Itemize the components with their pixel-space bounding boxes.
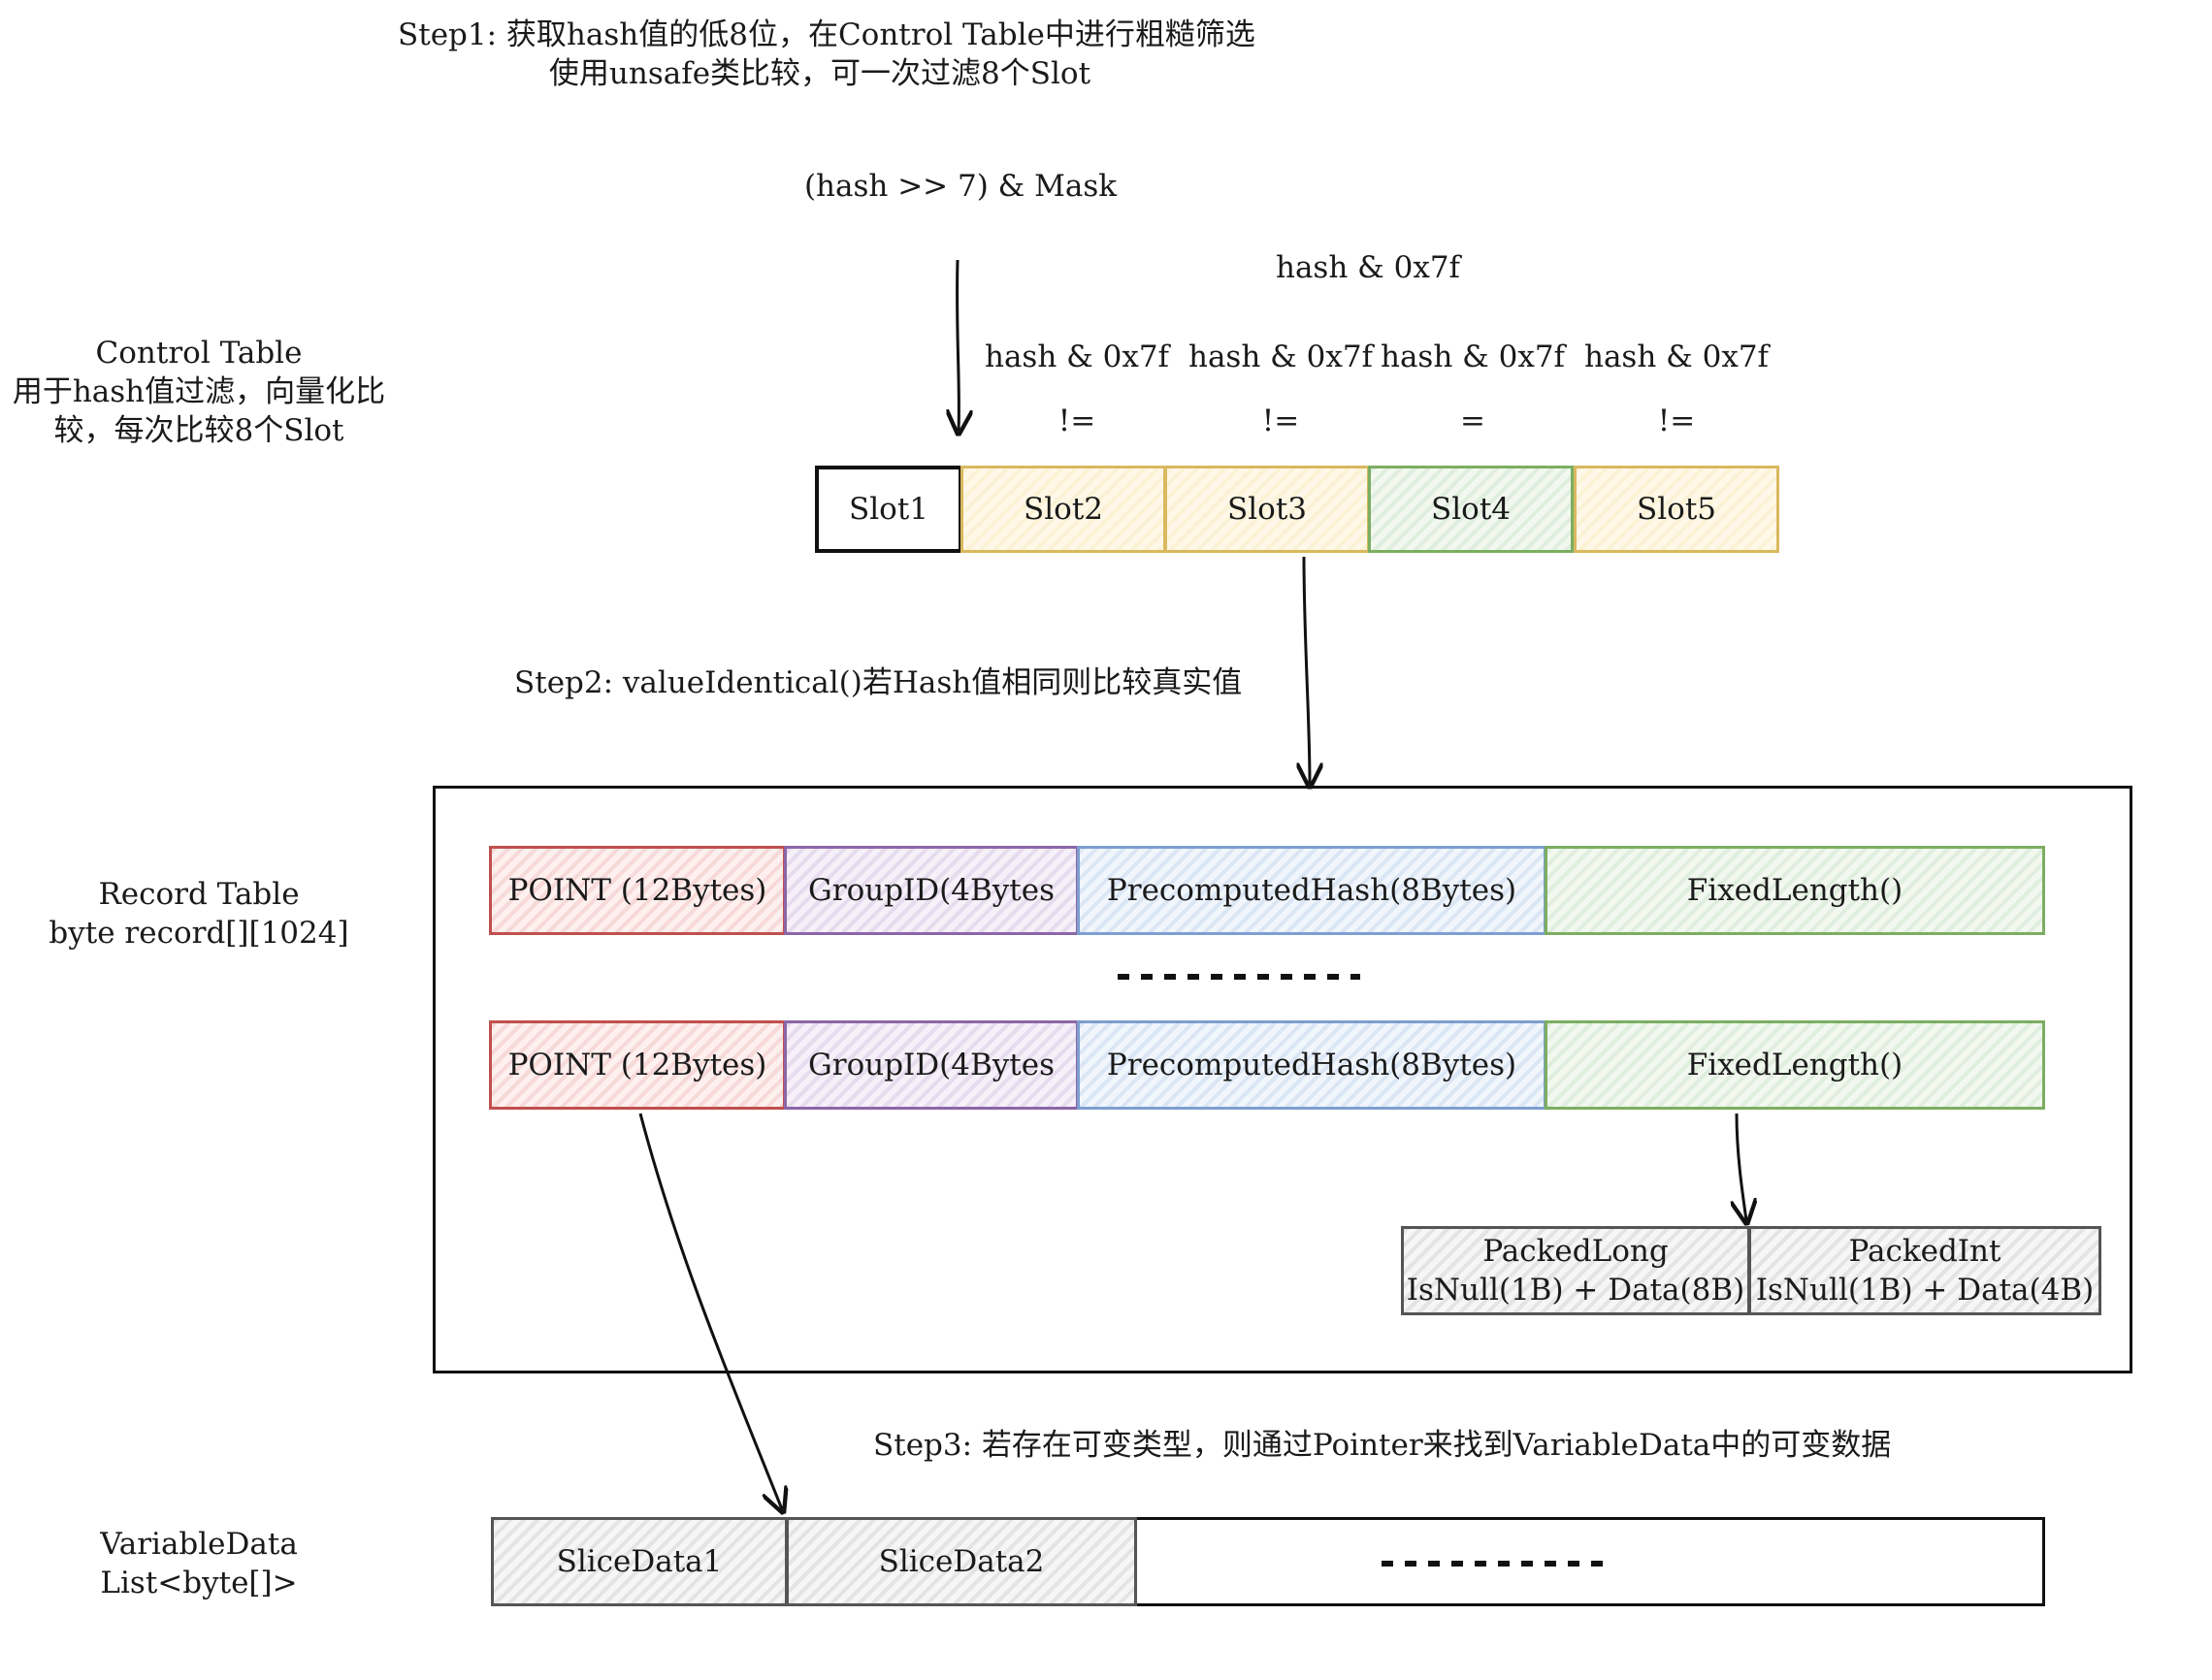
record-row2-fixedlength-label: FixedLength()	[1686, 1048, 1903, 1082]
record-table-panel	[433, 786, 2132, 1373]
slot-3-label: Slot3	[1227, 492, 1307, 527]
fixedlength-to-packed-arrow	[1737, 1113, 1746, 1220]
slot-2-label: Slot2	[1024, 492, 1103, 527]
slot4-compare-expr: hash & 0x7f	[1380, 339, 1566, 374]
record-row2-fixedlength: FixedLength()	[1545, 1020, 2045, 1110]
packed-long-box: PackedLong IsNull(1B) + Data(8B)	[1401, 1226, 1750, 1315]
record-row1-groupid-label: GroupID(4Bytes	[808, 873, 1055, 908]
slot5-compare-expr: hash & 0x7f	[1583, 339, 1770, 374]
slot-1: Slot1	[815, 466, 962, 553]
record-row1-hash-label: PrecomputedHash(8Bytes)	[1106, 873, 1517, 908]
slice-data-1: SliceData1	[491, 1517, 788, 1606]
step1-line2: 使用unsafe类比较，可一次过滤8个Slot	[548, 56, 1091, 91]
packed-int-name: PackedInt	[1848, 1234, 2001, 1269]
slot-5-label: Slot5	[1637, 492, 1716, 527]
variable-data-title: VariableData	[100, 1527, 298, 1562]
record-row2-hash-label: PrecomputedHash(8Bytes)	[1106, 1048, 1517, 1082]
packed-int-layout: IsNull(1B) + Data(4B)	[1755, 1273, 2095, 1308]
slot-5: Slot5	[1574, 466, 1779, 553]
slot4-compare-op: =	[1460, 404, 1485, 438]
variable-data-type: List<byte[]>	[100, 1566, 298, 1600]
packed-long-name: PackedLong	[1482, 1234, 1669, 1269]
control-table-title: Control Table	[95, 336, 303, 371]
record-row1-fixedlength-label: FixedLength()	[1686, 873, 1903, 908]
slot-3: Slot3	[1164, 466, 1370, 553]
record-row1-fixedlength: FixedLength()	[1545, 846, 2045, 935]
slice-data-1-label: SliceData1	[556, 1544, 723, 1579]
record-row1-point: POINT (12Bytes)	[489, 846, 786, 935]
slot2-compare-op: !=	[1057, 404, 1096, 438]
packed-int-box: PackedInt IsNull(1B) + Data(4B)	[1748, 1226, 2101, 1315]
slot-4-label: Slot4	[1431, 492, 1511, 527]
record-table-title: Record Table	[98, 877, 300, 912]
slot5-compare-op: !=	[1657, 404, 1696, 438]
slice-data-2: SliceData2	[786, 1517, 1137, 1606]
record-row1-groupid: GroupID(4Bytes	[784, 846, 1079, 935]
record-row1-hash: PrecomputedHash(8Bytes)	[1077, 846, 1546, 935]
packed-long-layout: IsNull(1B) + Data(8B)	[1406, 1273, 1745, 1308]
hash-top-label: hash & 0x7f	[1275, 250, 1461, 285]
record-row2-hash: PrecomputedHash(8Bytes)	[1077, 1020, 1546, 1110]
record-table-type: byte record[][1024]	[49, 916, 349, 951]
slot3-compare-op: !=	[1261, 404, 1300, 438]
mask-label: (hash >> 7) & Mask	[803, 169, 1118, 204]
step2-label: Step2: valueIdentical()若Hash值相同则比较真实值	[514, 665, 1243, 700]
record-row2-groupid: GroupID(4Bytes	[784, 1020, 1079, 1110]
slot-1-label: Slot1	[849, 492, 928, 527]
slot2-compare-expr: hash & 0x7f	[984, 339, 1170, 374]
mask-arrow	[958, 259, 960, 431]
slice-data-2-label: SliceData2	[878, 1544, 1045, 1579]
record-row2-point-label: POINT (12Bytes)	[507, 1048, 767, 1082]
slot-4: Slot4	[1368, 466, 1574, 553]
slot-2: Slot2	[960, 466, 1166, 553]
slot3-compare-expr: hash & 0x7f	[1187, 339, 1374, 374]
record-row2-groupid-label: GroupID(4Bytes	[808, 1048, 1055, 1082]
point-to-slice-arrow	[638, 1113, 782, 1509]
record-row1-point-label: POINT (12Bytes)	[507, 873, 767, 908]
step3-label: Step3: 若存在可变类型，则通过Pointer来找到VariableData…	[873, 1428, 1892, 1463]
step1-line1: Step1: 获取hash值的低8位，在Control Table中进行粗糙筛选	[398, 17, 1255, 52]
control-table-desc2: 较，每次比较8个Slot	[53, 413, 344, 448]
control-table-desc1: 用于hash值过滤，向量化比	[12, 374, 386, 409]
record-row2-point: POINT (12Bytes)	[489, 1020, 786, 1110]
slot3-to-record-arrow	[1304, 556, 1310, 784]
